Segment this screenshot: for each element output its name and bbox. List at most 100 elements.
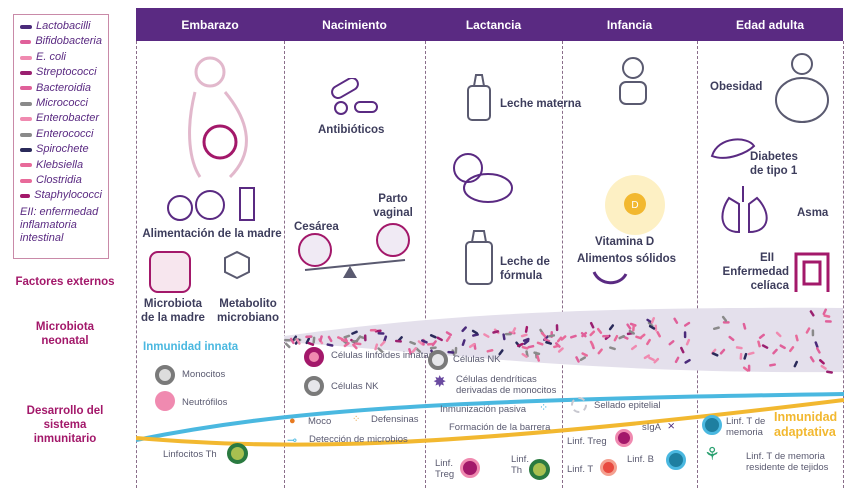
bacteria-mark [284,338,292,342]
epithelial-seal-icon [571,397,587,413]
bacteria-mark [548,334,556,338]
item-formacion-barrera: Formación de la barrera [449,422,551,433]
legend-item: E. coli [20,50,102,65]
cell-ilc: Células linfoides innatas [331,350,434,361]
bacteria-mark [516,342,524,348]
factor-metabolito: Metabolito microbiano [217,298,279,324]
bacteria-mark [735,346,743,350]
bacteria-mark [683,321,691,327]
legend-item: Staphylococci [20,188,102,203]
bacteria-mark [684,358,691,364]
siga-icon: ⨯ [667,421,676,432]
bacteria-mark [560,335,567,341]
th-cell-icon [227,443,248,464]
legend-item: Bifidobacteria [20,34,102,49]
cell-t-memoria: Linf. T de memoria [726,416,766,438]
bacteria-mark [523,339,530,345]
column-header-edad-adulta: Edad adulta [697,8,843,41]
bacteria-mark [291,335,298,342]
bacteria-mark [343,334,351,339]
bacteria-mark [779,344,786,350]
bacteria-mark [648,356,655,362]
factor-parto-vaginal: Parto vaginal [373,193,413,219]
adaptive-curve [136,398,844,447]
bacteria-mark [536,341,544,346]
factor-vitamina-d: Vitamina D [595,236,655,248]
bacteria-mark [486,348,494,353]
bacteria-mark [683,331,687,339]
legend-label: Clostridia [36,174,82,187]
bacteria-mark [520,333,528,338]
factor-alimentacion: Alimentación de la madre [142,228,282,240]
bacteria-icon [20,163,32,168]
bacteria-mark [379,340,386,347]
bacteria-mark [674,356,680,364]
bacteria-mark [522,337,530,342]
legend-label: E. coli [36,50,66,63]
microbiota-band [284,307,843,374]
bacteria-mark [527,344,535,349]
cell-monocitos: Monocitos [182,369,226,380]
mucus-icon: ● [289,415,296,427]
sun-icon: D [605,175,665,235]
bacteria-mark [822,308,827,316]
legend-item: Lactobacilli [20,19,102,34]
bacteria-mark [447,350,455,354]
bacteria-mark [289,337,295,345]
bacteria-mark [775,331,782,338]
bacteria-mark [369,328,377,332]
bacteria-mark [680,346,685,354]
bacteria-mark [533,351,541,356]
svg-text:D: D [631,200,638,211]
memory-t-cell-icon [702,415,722,435]
factor-leche-materna: Leche materna [500,98,582,110]
bacteria-mark [805,327,811,334]
cell-neutrofilos: Neutrófilos [182,397,228,408]
bacteria-mark [555,324,559,332]
immunity-curves [136,392,844,447]
legend-label: Klebsiella [36,158,84,171]
obesity-icon [775,53,829,123]
bacteria-mark [793,360,799,368]
legend-item: Bacteroidia [20,81,102,96]
bacteria-mark [788,346,795,353]
bacteria-icon [20,147,32,152]
bacteria-mark [824,320,832,323]
bacteria-mark [524,325,529,333]
bacteria-mark [685,338,691,346]
factor-cesarea: Cesárea [294,221,339,233]
bacteria-mark [711,352,719,357]
bacteria-mark [823,314,831,318]
bacteria-mark [811,329,815,337]
bacteria-icon [20,86,32,91]
factor-antibioticos: Antibióticos [318,124,385,136]
bacteria-mark [354,342,362,346]
factor-diabetes: Diabetes de tipo 1 [750,151,798,177]
neutrophil-icon [155,391,175,411]
factor-alimentos-solidos: Alimentos sólidos [577,253,677,265]
treg-cell-icon [615,429,633,447]
bacteria-mark [597,348,603,355]
legend-note: EII: enfermedad inflamatoria intestinal [20,205,99,244]
bacteria-mark [575,356,580,363]
row-label-factors: Factores externos [15,276,115,288]
bacteria-mark [461,339,466,346]
bacteria-mark [377,347,384,353]
bacteria-mark [417,340,424,346]
bacteria-mark [656,331,662,338]
bacteria-mark [719,348,726,355]
bacteria-mark [540,331,547,338]
bacteria-mark [374,343,379,351]
bacteria-mark [461,326,467,333]
bacteria-mark [761,344,769,349]
bacteria-mark [728,335,735,342]
baby-bottle-icon [467,74,491,121]
bacteria-mark [772,348,778,355]
legend-item: Klebsiella [20,158,102,173]
bacteria-mark [545,341,553,345]
bacteria-mark [747,351,755,356]
legend-label: Lactobacilli [36,20,91,32]
bacteria-mark [643,354,651,360]
bacteria-mark [284,342,291,349]
nk-cell-icon [304,376,324,396]
